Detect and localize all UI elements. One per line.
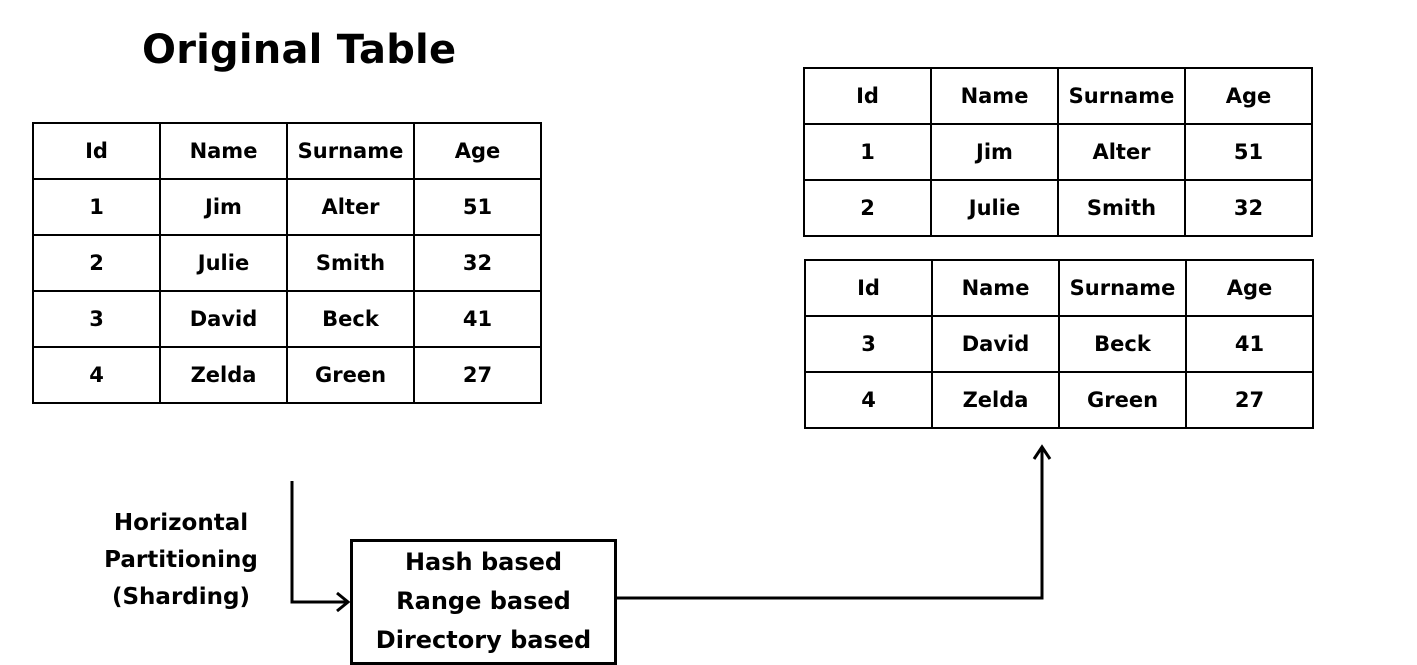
column-header-surname: Surname [1058, 259, 1187, 317]
cell-age: 27 [413, 346, 542, 404]
cell-age: 51 [1184, 123, 1313, 181]
column-header-id: Id [32, 122, 161, 180]
column-header-id: Id [804, 259, 933, 317]
table-header-row: Id Name Surname Age [32, 122, 542, 180]
arrow-to-shards [617, 449, 1044, 600]
cell-surname: Beck [1058, 315, 1187, 373]
column-header-surname: Surname [286, 122, 415, 180]
cell-surname: Alter [1057, 123, 1186, 181]
cell-id: 2 [32, 234, 161, 292]
cell-id: 1 [803, 123, 932, 181]
column-header-age: Age [413, 122, 542, 180]
table-row: 2 Julie Smith 32 [803, 179, 1313, 237]
cell-surname: Beck [286, 290, 415, 348]
cell-id: 4 [804, 371, 933, 429]
cell-age: 51 [413, 178, 542, 236]
column-header-surname: Surname [1057, 67, 1186, 125]
cell-name: Jim [159, 178, 288, 236]
partitioning-label-line: (Sharding) [111, 584, 250, 610]
cell-name: Zelda [159, 346, 288, 404]
table-header-row: Id Name Surname Age [804, 259, 1314, 317]
cell-name: David [159, 290, 288, 348]
table-row: 3 David Beck 41 [804, 315, 1314, 373]
column-header-name: Name [931, 259, 1060, 317]
method-directory: Directory based [375, 626, 592, 654]
table-header-row: Id Name Surname Age [803, 67, 1313, 125]
partitioning-label-line: Horizontal [113, 510, 249, 536]
table-row: 3 David Beck 41 [32, 290, 542, 348]
cell-id: 3 [32, 290, 161, 348]
cell-age: 32 [1184, 179, 1313, 237]
table-row: 4 Zelda Green 27 [804, 371, 1314, 429]
cell-name: Julie [930, 179, 1059, 237]
table-row: 2 Julie Smith 32 [32, 234, 542, 292]
cell-age: 32 [413, 234, 542, 292]
cell-name: Jim [930, 123, 1059, 181]
table-row: 1 Jim Alter 51 [803, 123, 1313, 181]
cell-id: 2 [803, 179, 932, 237]
partitioning-label-line: Partitioning [104, 547, 258, 573]
partitioning-label: Horizontal Partitioning (Sharding) [92, 505, 270, 616]
cell-name: David [931, 315, 1060, 373]
original-table: Id Name Surname Age 1 Jim Alter 51 2 Jul… [32, 122, 542, 404]
sharding-methods-box: Hash based Range based Directory based [350, 539, 617, 665]
arrowhead-right-icon [336, 591, 351, 613]
arrow-to-methods [290, 481, 347, 604]
cell-surname: Green [1058, 371, 1187, 429]
column-header-name: Name [930, 67, 1059, 125]
cell-age: 41 [1185, 315, 1314, 373]
cell-age: 41 [413, 290, 542, 348]
cell-id: 1 [32, 178, 161, 236]
shard-table-2: Id Name Surname Age 3 David Beck 41 4 Ze… [804, 259, 1314, 429]
cell-surname: Green [286, 346, 415, 404]
table-row: 4 Zelda Green 27 [32, 346, 542, 404]
cell-id: 4 [32, 346, 161, 404]
table-row: 1 Jim Alter 51 [32, 178, 542, 236]
page-title: Original Table [142, 27, 457, 73]
cell-surname: Smith [1057, 179, 1186, 237]
cell-id: 3 [804, 315, 933, 373]
cell-name: Julie [159, 234, 288, 292]
column-header-age: Age [1185, 259, 1314, 317]
method-range: Range based [396, 587, 571, 615]
method-hash: Hash based [404, 548, 563, 576]
cell-surname: Smith [286, 234, 415, 292]
cell-surname: Alter [286, 178, 415, 236]
column-header-name: Name [159, 122, 288, 180]
column-header-id: Id [803, 67, 932, 125]
column-header-age: Age [1184, 67, 1313, 125]
arrowhead-up-icon [1032, 444, 1052, 460]
shard-table-1: Id Name Surname Age 1 Jim Alter 51 2 Jul… [803, 67, 1313, 237]
cell-age: 27 [1185, 371, 1314, 429]
cell-name: Zelda [931, 371, 1060, 429]
